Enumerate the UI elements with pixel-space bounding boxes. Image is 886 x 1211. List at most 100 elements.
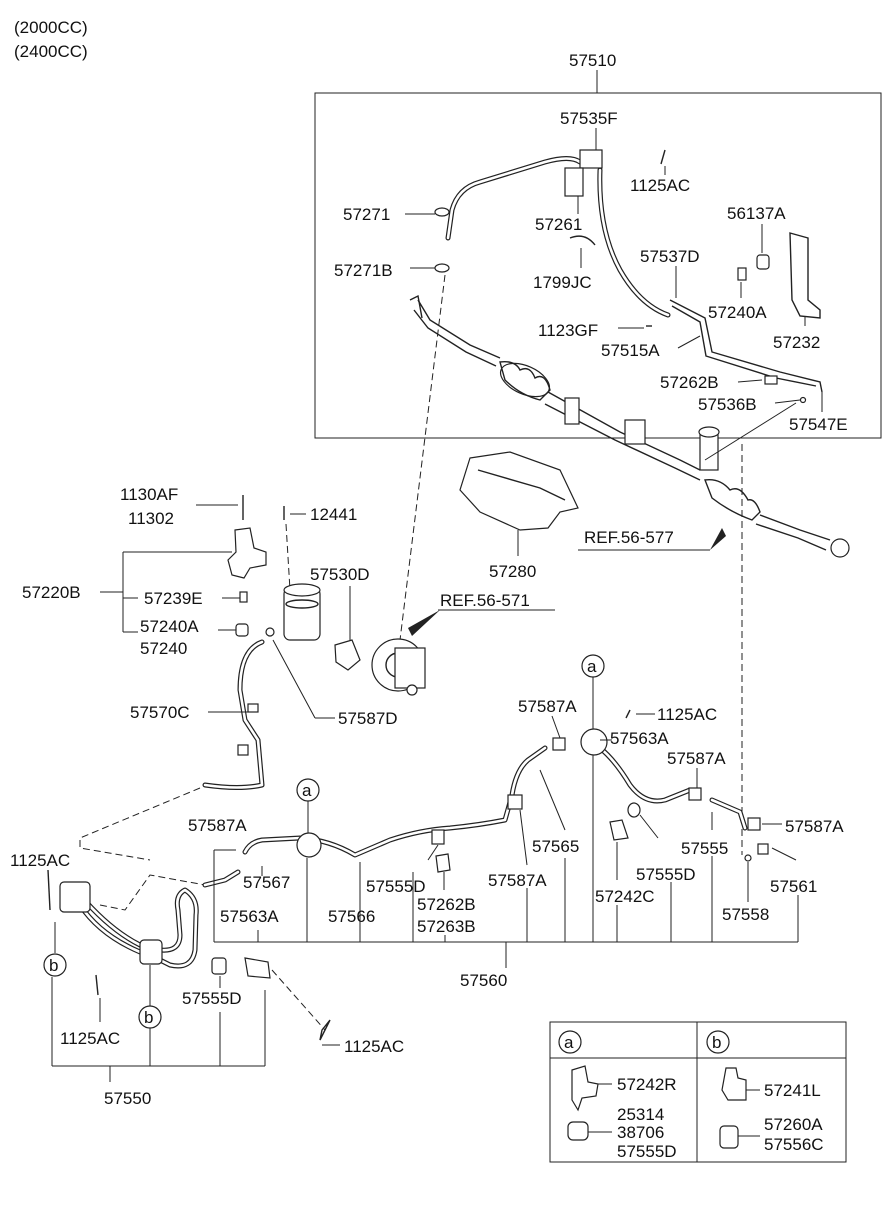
part-57271B [434, 263, 450, 273]
bracket-group-57560 [213, 755, 799, 968]
label-57510: 57510 [569, 51, 616, 70]
legend-a-item-1: 25314 [617, 1105, 664, 1124]
label-57262B-b: 57262B [417, 895, 476, 914]
label-57530D: 57530D [310, 565, 370, 584]
heat-shield-57280 [459, 451, 579, 531]
engine-2400cc-label: (2400CC) [14, 42, 88, 61]
label-11302: 11302 [128, 509, 174, 528]
pressure-hose-57510 [445, 149, 671, 318]
bolt-1125AC-c [625, 709, 631, 719]
callout-b-left [43, 953, 67, 977]
label-57280: 57280 [489, 562, 536, 581]
label-57587A-4: 57587A [488, 871, 547, 890]
label-57240A-b: 57240A [140, 617, 199, 636]
label-57570C: 57570C [130, 703, 190, 722]
label-56137A: 56137A [727, 204, 786, 223]
label-57240A-a: 57240A [708, 303, 767, 322]
label-57555D-3: 57555D [182, 989, 242, 1008]
label-1125AC-e: 1125AC [344, 1037, 404, 1056]
part-57530D [334, 639, 361, 671]
upper-leaders [405, 128, 823, 412]
part-57262B-lower [435, 853, 451, 873]
label-57547E: 57547E [789, 415, 848, 434]
ref-56-571-arrow [408, 610, 440, 636]
part-57240 [235, 623, 249, 637]
gear-assembly-box [314, 92, 882, 439]
legend-b-bracket-icon [721, 1067, 747, 1101]
part-57271 [434, 207, 450, 217]
label-57271: 57271 [343, 205, 390, 224]
steering-rack [409, 294, 850, 558]
label-57515A: 57515A [601, 341, 660, 360]
label-57232: 57232 [773, 333, 820, 352]
label-57587D: 57587D [338, 709, 398, 728]
legend-a-bushing-icon [567, 1121, 589, 1141]
bracket-group-57550 [51, 976, 340, 1082]
label-57555D-1: 57555D [366, 877, 426, 896]
label-57567: 57567 [243, 873, 290, 892]
label-57563A-1: 57563A [220, 907, 279, 926]
bracket-57220B [227, 527, 267, 579]
label-57261: 57261 [535, 215, 582, 234]
label-57558: 57558 [722, 905, 769, 924]
label-57271B: 57271B [334, 261, 393, 280]
return-line-57566 [202, 745, 748, 888]
dash-suction-to-cooler [79, 787, 201, 861]
clamp-a-lower [296, 832, 322, 858]
bracket-57232 [789, 232, 821, 319]
ref-56-577: REF.56-577 [584, 528, 674, 547]
callout-b-lower-text: b [144, 1008, 153, 1027]
label-57537D: 57537D [640, 247, 700, 266]
bracket-group-57220B [100, 551, 240, 633]
label-57566: 57566 [328, 907, 375, 926]
leader-57536B-rack [704, 402, 797, 461]
legend-b-item-2: 57556C [764, 1135, 824, 1154]
part-57242C [609, 819, 629, 841]
label-57262B-a: 57262B [660, 373, 719, 392]
callout-a-upper-text: a [587, 657, 597, 676]
label-57561: 57561 [770, 877, 817, 896]
label-57263B: 57263B [417, 917, 476, 936]
callout-b-left-text: b [49, 956, 58, 975]
label-57565: 57565 [532, 837, 579, 856]
label-57587A-3: 57587A [667, 749, 726, 768]
label-57240: 57240 [140, 639, 187, 658]
clamp-a-upper [580, 728, 608, 756]
cooler-pipes-57550 [59, 881, 199, 969]
label-57555D-2: 57555D [636, 865, 696, 884]
label-57563A-2: 57563A [610, 729, 669, 748]
part-1799JC [569, 235, 596, 246]
label-57555: 57555 [681, 839, 728, 858]
legend-box: a b 57242R 25314 38706 57555D 57241L 572… [549, 1021, 847, 1163]
legend-a-item-3: 57555D [617, 1142, 677, 1161]
ref-56-577-arrow [710, 528, 726, 550]
label-1799JC: 1799JC [533, 273, 592, 292]
callout-a-lower-text: a [302, 781, 312, 800]
legend-b-item-0: 57241L [764, 1081, 821, 1100]
label-12441: 12441 [310, 505, 357, 524]
label-1125AC-b: 1125AC [10, 851, 70, 870]
part-57587A-far [747, 817, 761, 831]
label-57560: 57560 [460, 971, 507, 990]
label-1125AC-d: 1125AC [60, 1029, 120, 1048]
part-57239E [239, 591, 248, 603]
label-57550: 57550 [104, 1089, 151, 1108]
ref-56-571: REF.56-571 [440, 591, 530, 610]
reservoir [265, 583, 321, 641]
bolt-1125AC-e [319, 1019, 331, 1041]
return-tube [669, 299, 823, 393]
part-57240A-upper [737, 267, 747, 281]
suction-hose-57570C [202, 639, 265, 790]
lower-leaders [427, 713, 797, 902]
part-57262B-upper [764, 375, 778, 385]
part-57536B [799, 396, 807, 404]
part-57558 [744, 854, 752, 862]
label-57535F: 57535F [560, 109, 618, 128]
part-57555D-1 [431, 829, 445, 845]
part-57587A-mid [507, 794, 523, 810]
label-57587A-2: 57587A [518, 697, 577, 716]
label-57239E: 57239E [144, 589, 203, 608]
legend-b-letter: b [712, 1033, 721, 1052]
